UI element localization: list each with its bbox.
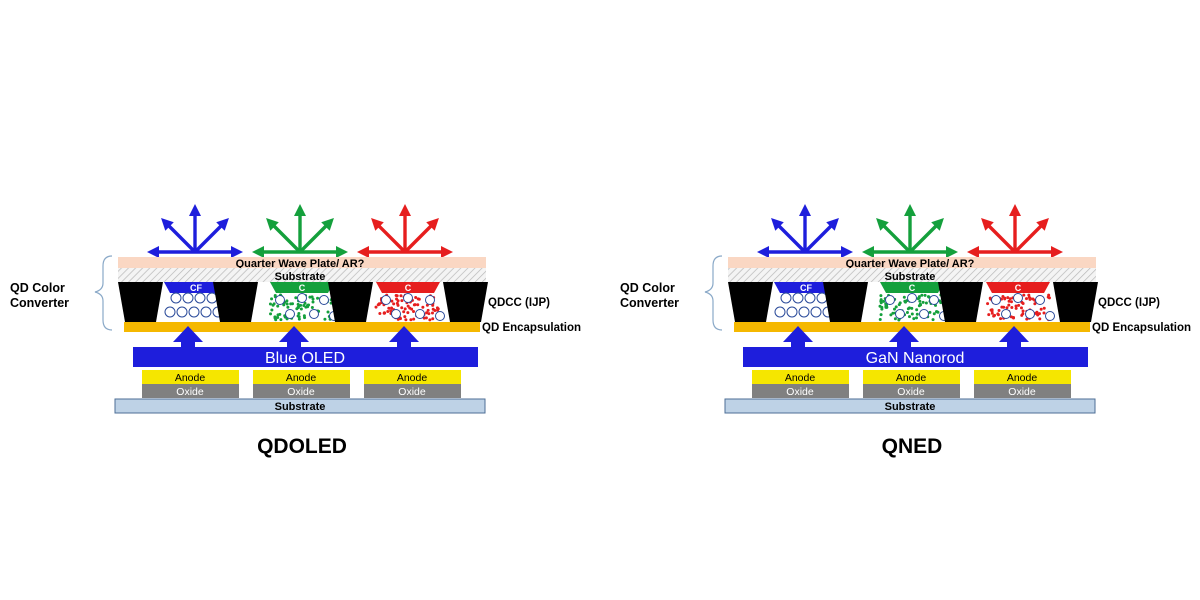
oxide-label: Oxide bbox=[176, 386, 204, 398]
oxide-label: Oxide bbox=[786, 386, 814, 398]
bank-2 bbox=[938, 282, 983, 322]
emission-arrows-2 bbox=[357, 204, 453, 258]
anode-label: Anode bbox=[175, 372, 206, 384]
pump-arrow bbox=[889, 326, 919, 352]
oxide-label: Oxide bbox=[897, 386, 925, 398]
emission-arrows-1 bbox=[862, 204, 958, 258]
bank-0 bbox=[118, 282, 163, 322]
top-substrate bbox=[118, 268, 486, 282]
qd-well-1: C bbox=[252, 282, 352, 322]
emitter-label: GaN Nanorod bbox=[866, 350, 965, 367]
bank-2 bbox=[328, 282, 373, 322]
pump-arrow bbox=[783, 326, 813, 352]
cf-label: C bbox=[1015, 283, 1022, 293]
qd-well-2: C bbox=[358, 282, 458, 322]
emitter-layer bbox=[133, 347, 478, 367]
cf-label: CF bbox=[190, 283, 202, 293]
encapsulation-label: QD Encapsulation bbox=[482, 322, 581, 334]
bank-1 bbox=[823, 282, 868, 322]
emission-arrows-0 bbox=[757, 204, 853, 258]
top-substrate bbox=[728, 268, 1096, 282]
top-substrate-label: Substrate bbox=[885, 271, 936, 283]
cf-label: C bbox=[299, 283, 306, 293]
quarter-wave-plate bbox=[728, 257, 1096, 268]
bottom-substrate-label: Substrate bbox=[885, 401, 936, 413]
left-label-line2: Converter bbox=[620, 296, 679, 310]
qdcc-label: QDCC (IJP) bbox=[1098, 297, 1160, 309]
converter-bracket bbox=[704, 255, 723, 331]
pump-arrow bbox=[279, 326, 309, 352]
anode-label: Anode bbox=[785, 372, 816, 384]
left-label-line2: Converter bbox=[10, 296, 69, 310]
emitter-layer bbox=[743, 347, 1088, 367]
bank-0 bbox=[728, 282, 773, 322]
anode-label: Anode bbox=[1007, 372, 1038, 384]
diagram-title: QNED bbox=[882, 435, 943, 458]
pump-arrow bbox=[389, 326, 419, 352]
pump-arrow bbox=[173, 326, 203, 352]
quarter-wave-label: Quarter Wave Plate/ AR? bbox=[846, 258, 975, 270]
oxide-label: Oxide bbox=[1008, 386, 1036, 398]
cf-label: CF bbox=[800, 283, 812, 293]
quarter-wave-plate bbox=[118, 257, 486, 268]
qd-encapsulation bbox=[734, 322, 1090, 332]
left-label-line1: QD Color bbox=[620, 281, 675, 295]
qdcc-label: QDCC (IJP) bbox=[488, 297, 550, 309]
emitter-label: Blue OLED bbox=[265, 350, 345, 367]
oxide-label: Oxide bbox=[398, 386, 426, 398]
emission-arrows-1 bbox=[252, 204, 348, 258]
emission-arrows-2 bbox=[967, 204, 1063, 258]
qd-well-2: C bbox=[968, 282, 1068, 322]
anode-label: Anode bbox=[397, 372, 428, 384]
bank-3 bbox=[443, 282, 488, 322]
bank-3 bbox=[1053, 282, 1098, 322]
anode-label: Anode bbox=[896, 372, 927, 384]
bottom-substrate bbox=[114, 398, 486, 414]
left-label-line1: QD Color bbox=[10, 281, 65, 295]
top-substrate-label: Substrate bbox=[275, 271, 326, 283]
pump-arrow bbox=[999, 326, 1029, 352]
anode-label: Anode bbox=[286, 372, 317, 384]
cf-label: C bbox=[909, 283, 916, 293]
bottom-substrate bbox=[724, 398, 1096, 414]
emission-arrows-0 bbox=[147, 204, 243, 258]
quarter-wave-label: Quarter Wave Plate/ AR? bbox=[236, 258, 365, 270]
cf-label: C bbox=[405, 283, 412, 293]
bank-1 bbox=[213, 282, 258, 322]
converter-bracket bbox=[94, 255, 113, 331]
bottom-substrate-label: Substrate bbox=[275, 401, 326, 413]
qd-encapsulation bbox=[124, 322, 480, 332]
diagram-title: QDOLED bbox=[257, 435, 347, 458]
oxide-label: Oxide bbox=[287, 386, 315, 398]
encapsulation-label: QD Encapsulation bbox=[1092, 322, 1191, 334]
